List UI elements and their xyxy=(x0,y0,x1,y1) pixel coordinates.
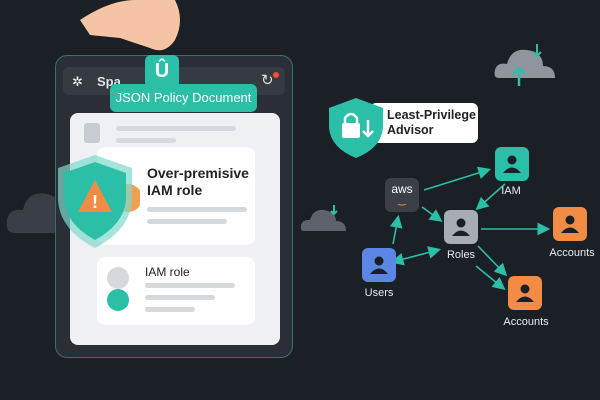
roles-label: Roles xyxy=(446,249,476,261)
roles-node[interactable] xyxy=(444,210,478,244)
user-icon xyxy=(370,256,388,274)
cloud-upload-icon xyxy=(494,44,555,86)
lock-shield-icon xyxy=(329,98,383,158)
edge-roles-accounts3 xyxy=(475,265,506,291)
aws-node[interactable]: aws‿ xyxy=(385,178,419,212)
upload-tile[interactable]: Û xyxy=(145,55,179,88)
accounts-node-right[interactable] xyxy=(553,207,587,241)
refresh-icon[interactable]: ↻ xyxy=(261,72,274,89)
card-title: IAM role xyxy=(145,265,190,279)
edge-iam-roles xyxy=(475,183,506,211)
user-icon xyxy=(561,215,579,233)
edge-users-roles xyxy=(390,246,442,266)
advisor-line1: Least-Privilege xyxy=(387,108,476,122)
edge-aws-iam xyxy=(423,166,492,191)
hand-illustration xyxy=(80,0,180,51)
svg-text:!: ! xyxy=(92,192,98,212)
accounts-right-label: Accounts xyxy=(549,247,595,259)
card-title-line2: IAM role xyxy=(147,182,203,198)
edge-roles-accounts2 xyxy=(477,245,508,277)
card-title: Over-premisive IAM role xyxy=(147,165,249,199)
edge-aws-roles xyxy=(421,206,443,222)
accounts-node-bottom[interactable] xyxy=(508,276,542,310)
user-icon xyxy=(503,155,521,173)
accounts-bottom-label: Accounts xyxy=(503,316,549,328)
edge-users-aws xyxy=(389,214,403,245)
user-icon xyxy=(516,284,534,302)
iam-role-card[interactable]: IAM role xyxy=(97,257,255,325)
card-title-line1: Over-premisive xyxy=(147,165,249,181)
user-avatar-icon xyxy=(107,267,129,289)
iam-node[interactable] xyxy=(495,147,529,181)
users-label: Users xyxy=(364,287,394,299)
upload-icon: Û xyxy=(154,60,170,82)
advisor-label: Least-Privilege Advisor xyxy=(370,103,478,143)
lock-badge-icon xyxy=(107,289,129,311)
json-policy-pill[interactable]: JSON Policy Document xyxy=(110,84,257,112)
warning-shield-icon: ! xyxy=(58,155,140,248)
users-node[interactable] xyxy=(362,248,396,282)
iam-label: IAM xyxy=(501,185,521,197)
user-icon xyxy=(452,218,470,236)
aws-logo: aws xyxy=(391,182,413,196)
cloud-download-icon xyxy=(300,205,346,231)
app-logo-icon: ✲ xyxy=(72,74,83,89)
document-icon xyxy=(84,123,100,143)
advisor-line2: Advisor xyxy=(387,123,434,137)
notification-dot xyxy=(273,72,279,78)
